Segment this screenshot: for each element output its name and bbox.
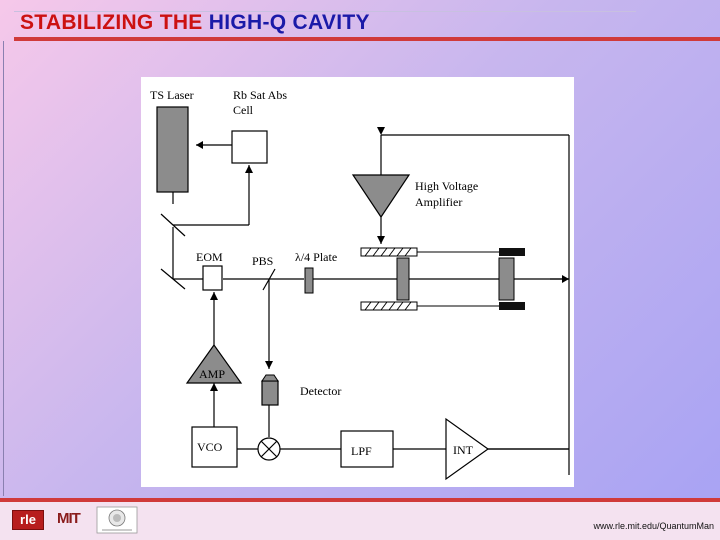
mirror-bottom — [160, 268, 186, 290]
rb-cell-box — [231, 130, 268, 164]
high-q-cavity — [360, 247, 525, 311]
arrow-feedback-top — [377, 127, 385, 135]
eom-box — [202, 265, 223, 291]
header-top-rule — [14, 11, 636, 12]
output-mount-top — [499, 248, 525, 256]
arrow-into-amp — [210, 383, 218, 391]
mixer-symbol — [257, 437, 281, 461]
footer-rule — [0, 498, 720, 502]
label-rb-cell-line1: Rb Sat Abs — [233, 88, 287, 102]
ts-laser-block — [156, 106, 189, 193]
quarter-wave-plate — [304, 267, 314, 294]
cavity-stabilization-diagram: TS Laser Rb Sat Abs Cell High Voltage Am… — [141, 77, 574, 487]
university-seal-logo — [96, 506, 138, 534]
left-margin-rule — [3, 41, 4, 496]
label-rb-cell-line2: Cell — [233, 103, 254, 117]
arrow-into-eom — [210, 292, 218, 300]
label-detector: Detector — [300, 384, 341, 398]
arrow-into-cell — [245, 165, 253, 173]
label-pbs: PBS — [252, 254, 273, 268]
detector-box — [261, 380, 279, 406]
arrow-into-piezo — [377, 236, 385, 244]
arrow-into-detector — [265, 361, 273, 369]
input-mirror — [396, 257, 410, 301]
label-quarter-wave: λ/4 Plate — [295, 250, 337, 264]
vco-box — [191, 426, 238, 468]
label-vco: VCO — [197, 440, 223, 454]
arrow-into-laser — [196, 141, 203, 149]
output-mirror — [498, 257, 515, 301]
label-lpf: LPF — [351, 444, 372, 458]
label-hv-amp-line1: High Voltage — [415, 179, 478, 193]
amp-triangle — [185, 343, 243, 384]
diagram-canvas: TS Laser Rb Sat Abs Cell High Voltage Am… — [150, 88, 570, 481]
output-mount-bottom — [499, 302, 525, 310]
pbs-splitter — [262, 268, 276, 291]
page-title: STABILIZING THE HIGH-Q CAVITY — [20, 11, 370, 35]
rle-logo: rle — [12, 510, 44, 530]
title-part-red: STABILIZING THE — [20, 11, 203, 34]
beam-splitter-top — [160, 213, 186, 237]
label-int: INT — [453, 443, 474, 457]
arrow-beam-out — [562, 275, 569, 283]
lpf-box — [340, 430, 394, 468]
footer-url: www.rle.mit.edu/QuantumMan — [593, 521, 714, 531]
mit-logo: MIT — [57, 510, 81, 527]
label-ts-laser: TS Laser — [150, 88, 194, 102]
label-eom: EOM — [196, 250, 223, 264]
title-underline — [14, 37, 720, 41]
hv-amplifier-triangle — [351, 174, 411, 219]
label-hv-amp-line2: Amplifier — [415, 195, 462, 209]
int-triangle — [445, 417, 490, 481]
title-part-blue: HIGH-Q CAVITY — [208, 11, 370, 34]
label-amp: AMP — [199, 367, 225, 381]
